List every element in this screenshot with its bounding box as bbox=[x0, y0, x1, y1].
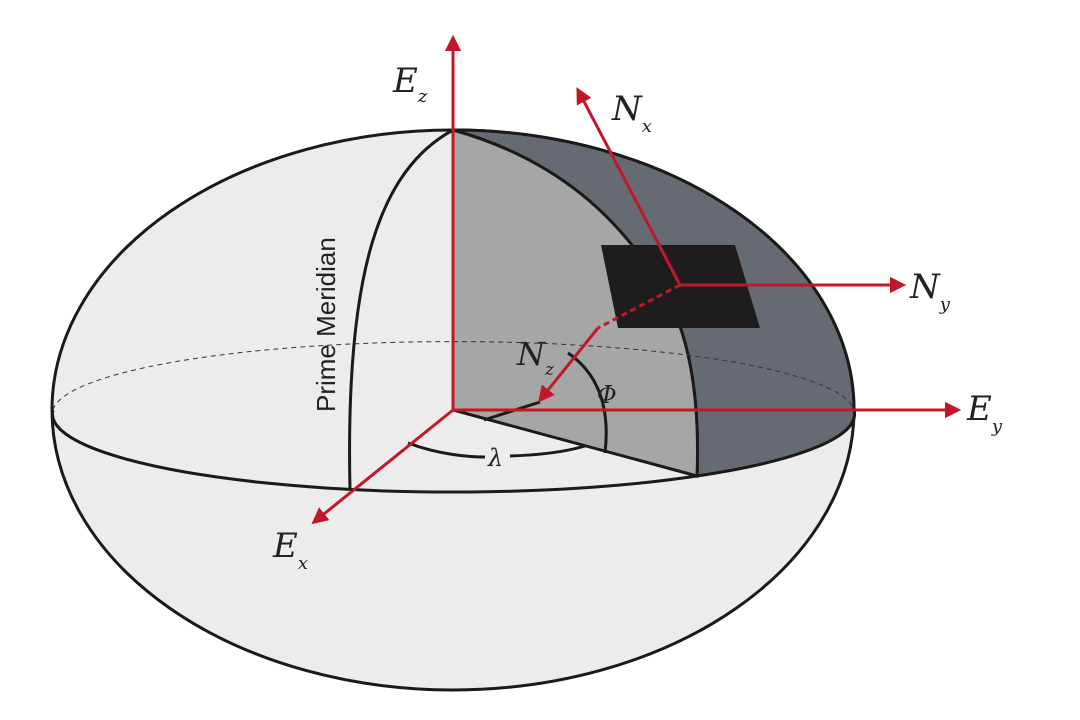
ex-label: Ex bbox=[272, 526, 308, 574]
prime-meridian-label: Prime Meridian bbox=[311, 237, 341, 412]
nz-label: Nz bbox=[516, 335, 555, 380]
lambda-label: λ bbox=[487, 444, 503, 472]
lambda-arc bbox=[407, 441, 586, 459]
ez-label: Ez bbox=[392, 61, 428, 107]
nx-arrow bbox=[576, 87, 682, 286]
nz-arrow bbox=[537, 327, 600, 403]
nx-label: Nx bbox=[611, 89, 652, 137]
equator-front bbox=[50, 409, 698, 494]
ey-label: Ey bbox=[966, 389, 1003, 437]
ny-label: Ny bbox=[909, 267, 951, 315]
phi-label: Φ bbox=[597, 381, 617, 409]
ex-axis-arrow bbox=[311, 408, 454, 525]
prime-meridian-line bbox=[348, 128, 454, 491]
phi-arc bbox=[567, 351, 608, 454]
nz-arrow-dashed bbox=[597, 283, 681, 330]
